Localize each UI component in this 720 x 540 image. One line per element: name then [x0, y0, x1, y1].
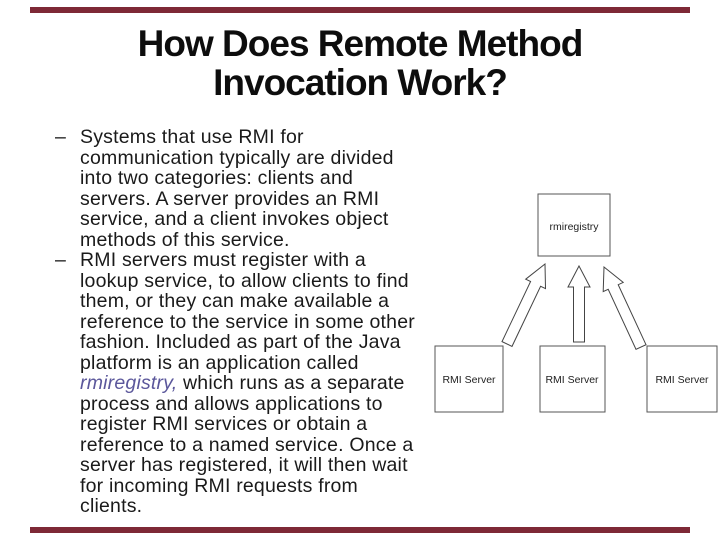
title-line-1: How Does Remote Method — [137, 23, 584, 64]
body-text: –Systems that use RMI for communication … — [40, 127, 490, 517]
rmi-server-label-left: RMI Server — [442, 374, 496, 386]
top-accent-bar — [30, 7, 690, 13]
paragraph-segment: which runs as a separate process and all… — [80, 372, 414, 517]
rmi-server-box-right — [646, 345, 718, 413]
bottom-accent-bar — [30, 527, 690, 533]
rmi-server-label-right: RMI Server — [655, 374, 709, 386]
rmi-server-label-middle: RMI Server — [545, 374, 599, 386]
paragraph-text: RMI servers must register with a lookup … — [80, 250, 490, 517]
rmi-server-box-left — [434, 345, 504, 413]
up-arrow-icon-right — [602, 265, 647, 350]
rmiregistry-box — [537, 193, 611, 257]
paragraph-text: Systems that use RMI for communication t… — [80, 126, 394, 251]
paragraph-segment: RMI servers must register with a lookup … — [80, 249, 415, 374]
title-line-2: Invocation Work? — [213, 62, 508, 103]
rmi-server-box-middle — [539, 345, 606, 413]
rmi-diagram: rmiregistry RMI Server RMI Server RMI Se… — [434, 193, 718, 413]
up-arrow-icon-left — [501, 262, 547, 348]
bullet-paragraph-2: –RMI servers must register with a lookup… — [40, 250, 490, 517]
up-arrow-icon-middle — [567, 264, 591, 343]
rmiregistry-box-label: rmiregistry — [550, 221, 600, 233]
bullet-dash: – — [55, 249, 67, 271]
rmiregistry-highlight: rmiregistry, — [80, 372, 178, 394]
bullet-paragraph-1: –Systems that use RMI for communication … — [40, 127, 490, 250]
bullet-dash: – — [55, 126, 67, 148]
